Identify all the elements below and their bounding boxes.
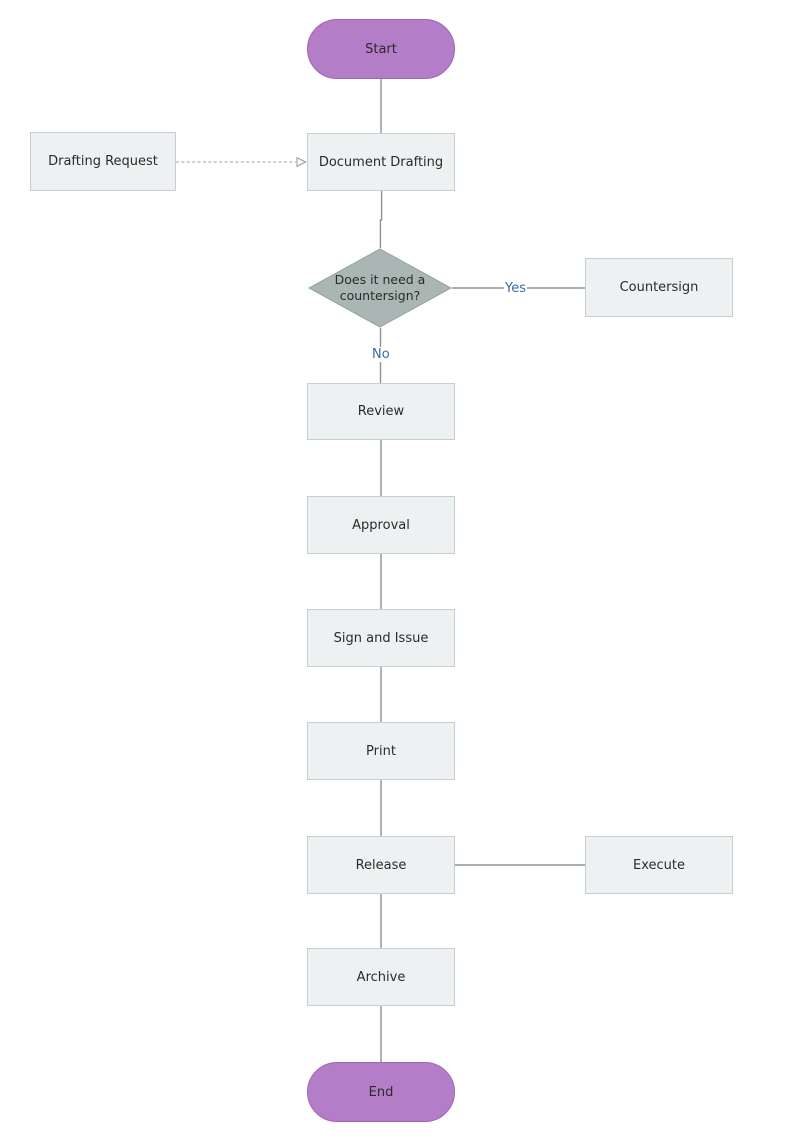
open-arrowhead-icon [296, 156, 307, 168]
node-decision-countersign[interactable]: Does it need a countersign? [308, 248, 452, 328]
node-review-label: Review [357, 404, 405, 419]
node-archive[interactable]: Archive [307, 948, 455, 1006]
node-countersign[interactable]: Countersign [585, 258, 733, 317]
node-approval[interactable]: Approval [307, 496, 455, 554]
branch-label-no: No [371, 347, 391, 362]
node-document-drafting[interactable]: Document Drafting [307, 133, 455, 191]
node-end[interactable]: End [307, 1062, 455, 1122]
node-document-drafting-label: Document Drafting [318, 154, 444, 170]
node-end-label: End [368, 1084, 394, 1100]
node-start-label: Start [365, 41, 397, 57]
node-sign-and-issue-label: Sign and Issue [333, 630, 429, 646]
node-approval-label: Approval [352, 517, 410, 533]
node-review[interactable]: Review [307, 383, 455, 440]
node-execute-label: Execute [633, 857, 685, 873]
node-drafting-request[interactable]: Drafting Request [30, 132, 176, 191]
node-drafting-request-label: Drafting Request [48, 154, 158, 169]
node-archive-label: Archive [356, 969, 406, 985]
node-start[interactable]: Start [307, 19, 455, 79]
node-countersign-label: Countersign [619, 280, 699, 295]
node-decision-countersign-label: Does it need a countersign? [334, 271, 426, 303]
edge-document-drafting-to-decision [379, 191, 383, 248]
node-print[interactable]: Print [307, 722, 455, 780]
node-release[interactable]: Release [307, 836, 455, 894]
node-sign-and-issue[interactable]: Sign and Issue [307, 609, 455, 667]
node-print-label: Print [366, 743, 396, 759]
decision-diamond-shape [308, 248, 452, 328]
branch-label-yes: Yes [504, 281, 527, 296]
node-release-label: Release [355, 857, 407, 873]
node-execute[interactable]: Execute [585, 836, 733, 894]
